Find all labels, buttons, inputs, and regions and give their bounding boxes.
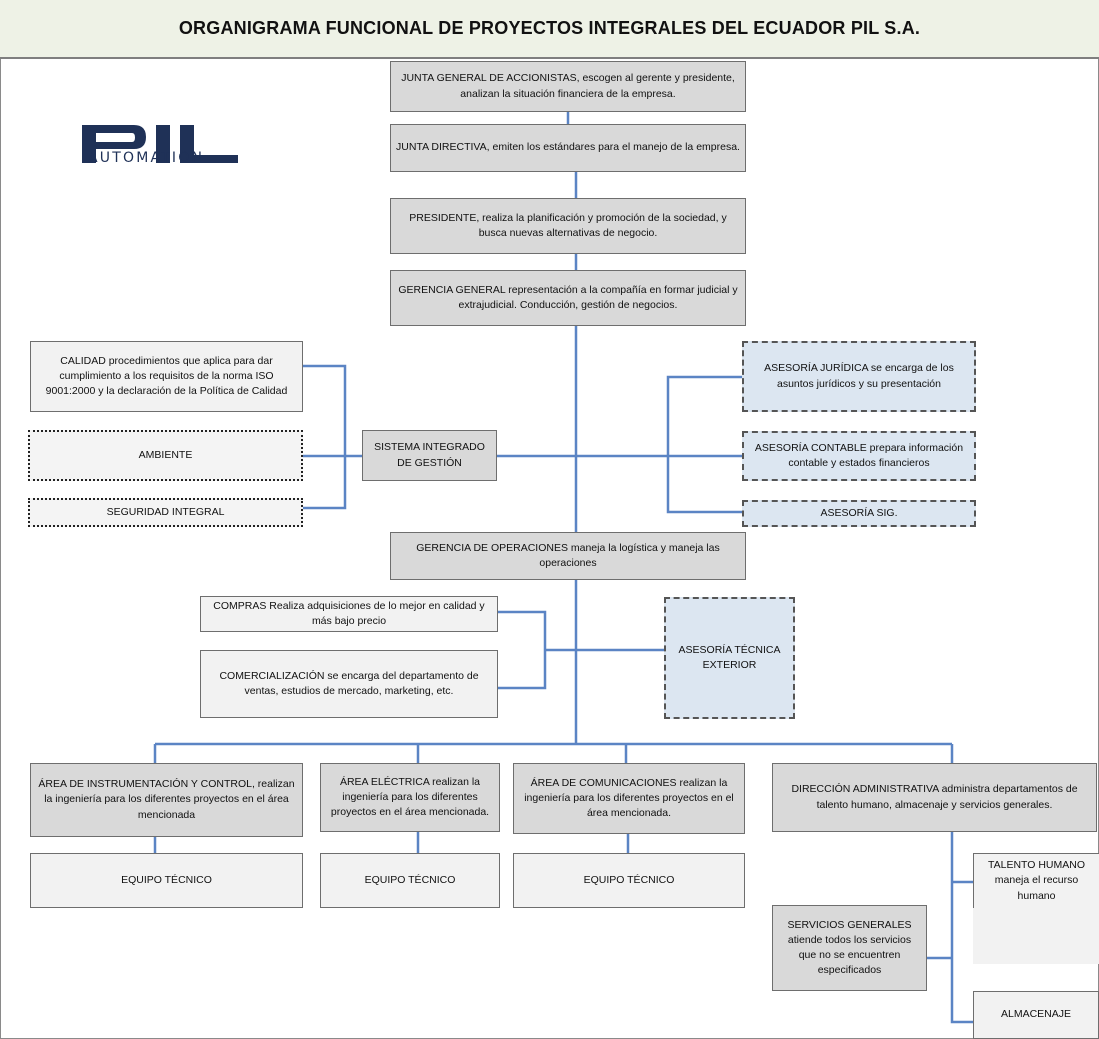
area-electrica-text: ÁREA ELÉCTRICA realizan la ingeniería pa… bbox=[330, 775, 490, 819]
asesoria-contable-box: ASESORÍA CONTABLE prepara información co… bbox=[742, 431, 976, 481]
gerencia-general-text: GERENCIA GENERAL representación a la com… bbox=[398, 283, 738, 311]
logo-subtext: AUTOMATION bbox=[88, 150, 205, 166]
presidente-text: PRESIDENTE, realiza la planificación y p… bbox=[409, 211, 727, 239]
equipo-tecnico-1-text: EQUIPO TÉCNICO bbox=[121, 873, 212, 886]
junta-general-box: JUNTA GENERAL DE ACCIONISTAS, escogen al… bbox=[390, 61, 746, 112]
calidad-text: CALIDAD procedimientos que aplica para d… bbox=[45, 354, 288, 398]
comercializacion-text: COMERCIALIZACIÓN se encarga del departam… bbox=[219, 669, 479, 697]
presidente-box: PRESIDENTE, realiza la planificación y p… bbox=[390, 198, 746, 254]
sistema-integrado-box: SISTEMA INTEGRADO DE GESTIÓN bbox=[362, 430, 497, 481]
servicios-generales-box: SERVICIOS GENERALES atiende todos los se… bbox=[772, 905, 927, 991]
area-electrica-box: ÁREA ELÉCTRICA realizan la ingeniería pa… bbox=[320, 763, 500, 832]
asesoria-tecnica-box: ASESORÍA TÉCNICA EXTERIOR bbox=[664, 597, 795, 719]
gerencia-operaciones-box: GERENCIA DE OPERACIONES maneja la logíst… bbox=[390, 532, 746, 580]
asesoria-juridica-box: ASESORÍA JURÍDICA se encarga de los asun… bbox=[742, 341, 976, 412]
compras-text: COMPRAS Realiza adquisiciones de lo mejo… bbox=[213, 599, 485, 627]
area-instrumentacion-box: ÁREA DE INSTRUMENTACIÓN Y CONTROL, reali… bbox=[30, 763, 303, 837]
pil-logo bbox=[82, 125, 238, 163]
equipo-tecnico-2-box: EQUIPO TÉCNICO bbox=[320, 853, 500, 908]
area-comunicaciones-text: ÁREA DE COMUNICACIONES realizan la ingen… bbox=[524, 776, 734, 820]
sistema-integrado-text: SISTEMA INTEGRADO DE GESTIÓN bbox=[374, 441, 485, 469]
asesoria-sig-box: ASESORÍA SIG. bbox=[742, 500, 976, 527]
junta-directiva-box: JUNTA DIRECTIVA, emiten los estándares p… bbox=[390, 124, 746, 172]
gerencia-operaciones-text: GERENCIA DE OPERACIONES maneja la logíst… bbox=[416, 541, 720, 569]
page-title: ORGANIGRAMA FUNCIONAL DE PROYECTOS INTEG… bbox=[178, 18, 921, 38]
asesoria-tecnica-text: ASESORÍA TÉCNICA EXTERIOR bbox=[678, 643, 781, 671]
almacenaje-box: ALMACENAJE bbox=[973, 991, 1099, 1039]
equipo-tecnico-3-text: EQUIPO TÉCNICO bbox=[583, 873, 675, 886]
compras-box: COMPRAS Realiza adquisiciones de lo mejo… bbox=[200, 596, 498, 632]
gerencia-general-box: GERENCIA GENERAL representación a la com… bbox=[390, 270, 746, 326]
direccion-administrativa-box: DIRECCIÓN ADMINISTRATIVA administra depa… bbox=[772, 763, 1097, 832]
seguridad-integral-text: SEGURIDAD INTEGRAL bbox=[106, 505, 225, 518]
comercializacion-box: COMERCIALIZACIÓN se encarga del departam… bbox=[200, 650, 498, 718]
title-bar: ORGANIGRAMA FUNCIONAL DE PROYECTOS INTEG… bbox=[0, 0, 1099, 59]
almacenaje-text: ALMACENAJE bbox=[1000, 1008, 1072, 1021]
talento-humano-box: TALENTO HUMANO maneja el recurso humano bbox=[973, 853, 1099, 908]
ambiente-text: AMBIENTE bbox=[138, 448, 193, 461]
talento-humano-text: TALENTO HUMANO maneja el recurso humano bbox=[987, 859, 1086, 902]
seguridad-integral-box: SEGURIDAD INTEGRAL bbox=[28, 498, 303, 527]
area-instrumentacion-text: ÁREA DE INSTRUMENTACIÓN Y CONTROL, reali… bbox=[38, 778, 295, 821]
junta-general-text: JUNTA GENERAL DE ACCIONISTAS, escogen al… bbox=[401, 72, 735, 100]
equipo-tecnico-3-box: EQUIPO TÉCNICO bbox=[513, 853, 745, 908]
equipo-tecnico-1-box: EQUIPO TÉCNICO bbox=[30, 853, 303, 908]
servicios-generales-text: SERVICIOS GENERALES atiende todos los se… bbox=[787, 918, 912, 977]
asesoria-sig-text: ASESORÍA SIG. bbox=[820, 506, 898, 519]
area-comunicaciones-box: ÁREA DE COMUNICACIONES realizan la ingen… bbox=[513, 763, 745, 834]
asesoria-contable-text: ASESORÍA CONTABLE prepara información co… bbox=[754, 441, 964, 469]
direccion-administrativa-text: DIRECCIÓN ADMINISTRATIVA administra depa… bbox=[791, 783, 1078, 811]
calidad-box: CALIDAD procedimientos que aplica para d… bbox=[30, 341, 303, 412]
equipo-tecnico-2-text: EQUIPO TÉCNICO bbox=[364, 873, 456, 886]
ambiente-box: AMBIENTE bbox=[28, 430, 303, 481]
junta-directiva-text: JUNTA DIRECTIVA, emiten los estándares p… bbox=[396, 141, 740, 154]
asesoria-juridica-text: ASESORÍA JURÍDICA se encarga de los asun… bbox=[764, 362, 954, 390]
talento-humano-extension bbox=[973, 908, 1099, 964]
